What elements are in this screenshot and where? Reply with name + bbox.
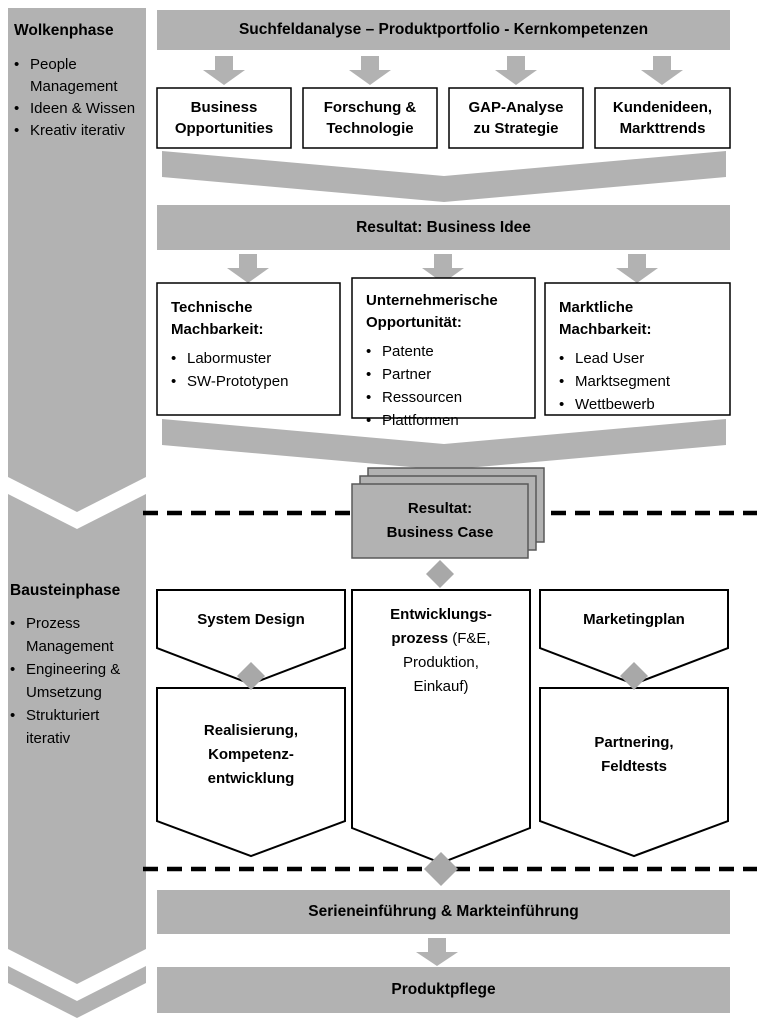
row1-box-bg	[448, 87, 584, 149]
bullet-icon: •	[14, 100, 20, 117]
row1-box-kundenideen: Kundenideen, Markttrends	[612, 99, 713, 137]
big-chevron-arrow	[162, 151, 726, 202]
bullet-icon: •	[559, 350, 565, 367]
phase-arrow-tip	[8, 966, 146, 1018]
list-item: •SW-Prototypen	[171, 370, 332, 393]
serien-bar-bg	[157, 890, 730, 934]
bausteinphase-bullet-list: •Prozess Management •Engineering & Umset…	[10, 612, 138, 750]
bullet-icon: •	[559, 396, 565, 413]
bullet-icon: •	[10, 661, 16, 678]
pentagon-box-system-design	[156, 589, 346, 686]
entwicklungsprozess-detail: (F&E, Produktion, Einkauf)	[403, 630, 491, 695]
box-title: Marktliche Machbarkeit:	[559, 299, 652, 338]
big-chevron-arrow	[162, 419, 726, 470]
bullet-icon: •	[10, 707, 16, 724]
down-arrow-icon	[203, 56, 245, 85]
realisierung-label: Realisierung, Kompetenz- entwicklung	[203, 721, 299, 787]
produktpflege-bar-bg	[157, 967, 730, 1013]
list-item: •Lead User	[559, 347, 722, 370]
entwicklungsprozess-label: Entwicklungs-prozess (F&E, Produktion, E…	[352, 603, 530, 699]
list-item: •Patente	[366, 340, 527, 363]
row1-box-bg	[594, 87, 731, 149]
down-arrow-icon	[422, 254, 464, 283]
box-title: Unternehmerische Opportunität:	[366, 292, 498, 331]
down-arrow-icon	[349, 56, 391, 85]
bullet-icon: •	[171, 373, 177, 390]
down-arrow-icon	[227, 254, 269, 283]
list-item: •People Management	[14, 56, 118, 95]
marketingplan-label: Marketingplan	[583, 610, 685, 628]
connector-diamond	[426, 560, 454, 588]
bullet-icon: •	[366, 343, 372, 360]
resultat-idee-bar-bg	[157, 205, 730, 250]
box-unternehmerische-opportunitaet: Unternehmerische Opportunität: •Patente …	[352, 278, 535, 429]
topbar-title: Suchfeldanalyse – Produktportfolio - Ker…	[238, 21, 649, 38]
pentagon-box-partnering	[539, 687, 729, 858]
row1-box-gap-analyse: GAP-Analyse zu Strategie	[468, 99, 564, 137]
wolkenphase-title: Wolkenphase	[14, 22, 114, 39]
list-item: •Kreativ iterativ	[14, 120, 136, 142]
bullet-icon: •	[366, 389, 372, 406]
connector-diamond	[620, 662, 648, 690]
list-item: •Partner	[366, 363, 527, 386]
bullet-icon: •	[171, 350, 177, 367]
bullet-icon: •	[366, 412, 372, 429]
pentagon-box-marketingplan	[539, 589, 729, 686]
connector-diamond	[424, 852, 458, 886]
connector-diamond	[237, 662, 265, 690]
system-design-label: System Design	[197, 610, 305, 628]
list-item: •Prozess Management	[10, 612, 138, 658]
box-technische-machbarkeit: Technische Machbarkeit: •Labormuster •SW…	[157, 283, 340, 415]
bullet-icon: •	[366, 366, 372, 383]
topbar-bg	[157, 10, 730, 50]
list-item: •Marktsegment	[559, 370, 722, 393]
row2-box-bg	[351, 277, 536, 419]
row1-box-forschung-technologie: Forschung & Technologie	[323, 99, 417, 137]
produktpflege-bar: Produktpflege	[391, 981, 496, 998]
list-item: •Strukturiert iterativ	[10, 704, 138, 750]
phase-arrow-upper	[8, 8, 146, 512]
list-item: •Ressourcen	[366, 386, 527, 409]
list-item: •Labormuster	[171, 347, 332, 370]
down-arrow-icon	[616, 254, 658, 283]
bullet-icon: •	[14, 122, 20, 139]
row1-box-bg	[302, 87, 438, 149]
business-case-card-front	[351, 483, 529, 559]
bausteinphase-title: Bausteinphase	[10, 582, 121, 599]
entwicklungsprozess-title: Entwicklungs-prozess	[390, 606, 492, 647]
list-item: •Plattformen	[366, 409, 527, 432]
bullet-icon: •	[10, 615, 16, 632]
row2-box-bg	[544, 282, 731, 416]
box-marktliche-machbarkeit: Marktliche Machbarkeit: •Lead User •Mark…	[545, 283, 730, 415]
row2-box-bg	[156, 282, 341, 416]
bullet-icon: •	[559, 373, 565, 390]
down-arrow-icon	[641, 56, 683, 85]
partnering-label: Partnering, Feldtests	[594, 733, 674, 775]
list-item: •Engineering & Umsetzung	[10, 658, 138, 704]
row1-box-business-opportunities: Business Opportunities	[174, 99, 274, 137]
list-item: •Wettbewerb	[559, 393, 722, 416]
phase-arrow-lower	[8, 494, 146, 984]
serieneinfuehrung-bar: Serieneinführung & Markteinführung	[308, 903, 579, 920]
down-arrow-icon	[495, 56, 537, 85]
box-title: Technische Machbarkeit:	[171, 299, 264, 338]
row1-box-bg	[156, 87, 292, 149]
wolkenphase-bullet-list: •People Management •Ideen & Wissen •Krea…	[14, 54, 136, 142]
list-item: •Ideen & Wissen	[14, 98, 136, 120]
pentagon-box-realisierung	[156, 687, 346, 858]
resultat-business-idee-bar: Resultat: Business Idee	[356, 218, 531, 236]
pentagon-box-entwicklungsprozess	[351, 589, 531, 865]
down-arrow-icon	[416, 938, 458, 966]
business-case-card-label: Resultat: Business Case	[386, 500, 494, 541]
bullet-icon: •	[14, 56, 20, 73]
